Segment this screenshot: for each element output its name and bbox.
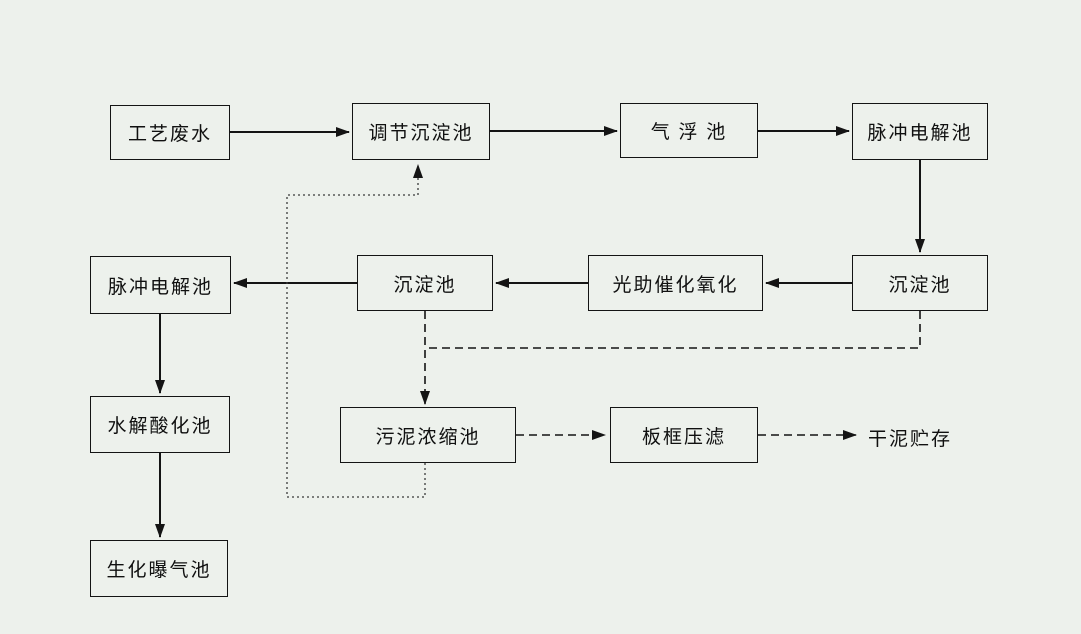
node-label: 调节沉淀池 bbox=[368, 123, 474, 144]
node-sedimentation-tank-right: 沉淀池 bbox=[852, 255, 988, 311]
node-label: 脉冲电解池 bbox=[107, 276, 213, 298]
node-photocatalytic-oxidation: 光助催化氧化 bbox=[588, 255, 763, 311]
dashed-sludge-arrows bbox=[420, 311, 921, 440]
node-label: 生化曝气池 bbox=[106, 560, 212, 581]
node-label: 污泥浓缩池 bbox=[375, 426, 481, 448]
node-sedimentation-tank-middle: 沉淀池 bbox=[357, 255, 493, 311]
node-label: 光助催化氧化 bbox=[612, 274, 739, 296]
node-regulating-sedimentation-tank: 调节沉淀池 bbox=[352, 103, 490, 160]
node-label: 脉冲电解池 bbox=[867, 123, 973, 144]
node-process-wastewater: 工艺废水 bbox=[110, 105, 230, 160]
node-sludge-thickening-tank: 污泥浓缩池 bbox=[340, 407, 516, 463]
node-label: 沉淀池 bbox=[888, 274, 952, 296]
node-biochemical-aeration-tank: 生化曝气池 bbox=[90, 540, 228, 597]
node-label: 沉淀池 bbox=[393, 274, 457, 296]
node-hydrolysis-acidification-tank: 水解酸化池 bbox=[90, 396, 230, 453]
solid-flow-arrows bbox=[155, 126, 925, 538]
node-label: 工艺废水 bbox=[127, 124, 212, 145]
node-label: 水解酸化池 bbox=[107, 416, 213, 437]
node-label: 气 浮 池 bbox=[650, 122, 728, 143]
node-label: 板框压滤 bbox=[641, 426, 726, 448]
node-dry-sludge-storage: 干泥贮存 bbox=[868, 424, 952, 450]
node-pulse-electrolysis-tank-left: 脉冲电解池 bbox=[90, 256, 231, 314]
node-pulse-electrolysis-tank-top: 脉冲电解池 bbox=[852, 103, 988, 160]
node-plate-frame-filter-press: 板框压滤 bbox=[610, 407, 758, 463]
node-air-flotation-tank: 气 浮 池 bbox=[620, 103, 758, 158]
dotted-return-line bbox=[286, 164, 426, 498]
node-label: 干泥贮存 bbox=[868, 428, 953, 450]
